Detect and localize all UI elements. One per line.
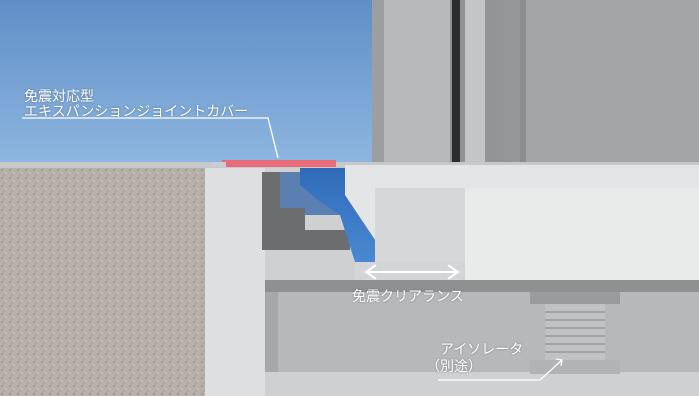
stepped-recess	[262, 172, 350, 250]
clearance-label: 免震クリアランス	[352, 289, 464, 305]
pit-floor	[265, 372, 699, 396]
cover-label-line1: 免震対応型	[24, 89, 94, 105]
clearance-gap	[300, 168, 390, 262]
isolator-label-line2: （別途）	[426, 359, 482, 375]
expansion-joint-cover	[222, 160, 336, 167]
cover-label-line2: エキスパンションジョイントカバー	[24, 104, 249, 120]
clearance-arrow	[364, 264, 460, 280]
isolator	[530, 292, 620, 374]
cover-leader-line	[22, 117, 279, 159]
building-column	[380, 0, 450, 162]
isolator-label-line1: アイソレータ	[440, 342, 524, 358]
soil-section	[0, 168, 205, 396]
retaining-wall	[205, 168, 265, 396]
isolator-leader-line	[438, 359, 563, 381]
